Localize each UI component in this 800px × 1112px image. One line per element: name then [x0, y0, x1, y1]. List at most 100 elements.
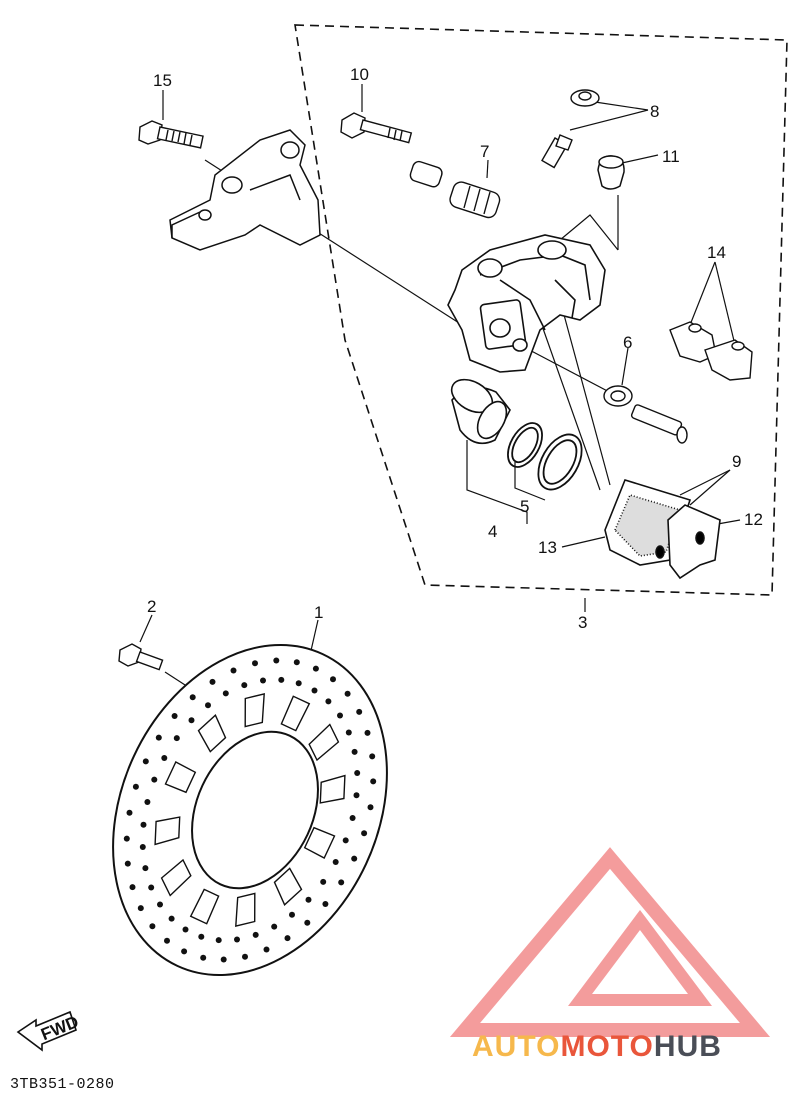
disc-hole [278, 676, 285, 683]
disc-hole [151, 776, 158, 783]
disc-hole [144, 799, 151, 805]
brake-pads-9 [604, 479, 721, 580]
disc-hole [263, 946, 270, 953]
callout-10: 10 [350, 65, 369, 84]
disc-hole [123, 835, 130, 842]
disc-hole [320, 878, 327, 885]
disc-hole [155, 734, 162, 741]
callout-2: 2 [147, 597, 156, 616]
disc-hole [234, 936, 240, 943]
disc-hole [205, 702, 211, 709]
callout-5: 5 [520, 497, 529, 516]
disc-slot [154, 816, 181, 846]
disc-hole [349, 815, 356, 821]
disc-hole [260, 677, 266, 684]
disc-slot [160, 858, 192, 897]
disc-hole [351, 855, 358, 862]
disc-slot [244, 692, 265, 728]
disc-hole [345, 729, 352, 736]
disc-hole [289, 911, 295, 918]
disc-hole [304, 919, 311, 926]
callout-9: 9 [732, 452, 741, 471]
callout-13: 13 [538, 538, 557, 557]
disc-hole [140, 821, 147, 828]
disc-hole [142, 865, 149, 872]
automotohub-wordmark: AUTOMOTOHUB [472, 1030, 722, 1064]
disc-hole [364, 729, 371, 736]
pin-bolt-10 [340, 112, 413, 144]
disc-slot [189, 888, 220, 925]
pin-boot-7 [409, 160, 501, 219]
disc-hole [182, 926, 189, 933]
brand-hub: HUB [653, 1030, 722, 1063]
automotohub-logo [449, 847, 771, 1037]
disc-hole [126, 809, 133, 816]
disc-hole [293, 659, 300, 666]
disc-hole [189, 694, 196, 701]
disc-hole [148, 884, 155, 891]
disc-hole [198, 933, 205, 940]
callout-1: 1 [314, 603, 323, 622]
disc-slot [280, 695, 311, 732]
disc-hole [124, 860, 131, 867]
disc-hole [149, 923, 156, 930]
disc-slot [273, 867, 303, 906]
disc-hole [241, 682, 248, 689]
caliper-body [447, 234, 606, 373]
cap-11 [597, 155, 625, 190]
disc-hole [142, 758, 149, 765]
disc-hole [354, 770, 361, 776]
callout-12: 12 [744, 510, 763, 529]
disc-hole [330, 676, 336, 683]
disc-hole [188, 717, 195, 724]
brand-moto: MOTO [560, 1030, 654, 1063]
disc-hole [181, 948, 188, 955]
disc-hole [367, 804, 374, 811]
disc-hole [312, 665, 319, 672]
disc-hole [242, 953, 248, 960]
pad-clips-14 [669, 321, 753, 381]
disc-bolt-2 [118, 643, 164, 671]
piston-4 [450, 378, 511, 445]
disc-hole [164, 937, 170, 944]
disc-hole [325, 698, 332, 705]
disc-hole [361, 830, 368, 837]
callout-15: 15 [153, 71, 172, 90]
disc-hole [338, 879, 345, 886]
callout-8: 8 [650, 102, 659, 121]
disc-hole [132, 783, 139, 790]
fwd-label: FWD [38, 1012, 81, 1044]
brand-auto: AUTO [472, 1030, 561, 1063]
disc-hole [209, 678, 216, 685]
disc-hole [252, 660, 258, 667]
disc-hole [220, 956, 227, 963]
disc-hole [342, 837, 349, 844]
disc-hole [173, 735, 180, 742]
disc-slot [319, 774, 346, 804]
disc-hole [369, 753, 376, 760]
disc-slot [197, 714, 227, 753]
disc-hole [171, 713, 178, 719]
disc-hole [271, 923, 278, 930]
disc-slot [308, 723, 340, 762]
drawing-code: 3TB351-0280 [10, 1076, 115, 1093]
disc-hole [161, 755, 168, 761]
disc-hole [353, 792, 360, 799]
disc-hole [337, 712, 343, 719]
callout-4: 4 [488, 522, 497, 541]
disc-hole [137, 905, 144, 912]
disc-hole [252, 931, 259, 938]
disc-hole [356, 708, 363, 715]
callout-14: 14 [707, 243, 726, 262]
bushing-6 [603, 385, 688, 444]
callout-11: 11 [662, 147, 680, 166]
disc-hole [332, 859, 339, 865]
fwd-arrow-icon: FWD [16, 1010, 81, 1052]
callout-3: 3 [578, 613, 587, 632]
disc-hole [311, 687, 318, 694]
caliper-assembly-boundary [294, 24, 788, 596]
disc-hole [351, 748, 358, 755]
disc-hole [284, 935, 291, 942]
seal-5 [507, 422, 583, 491]
